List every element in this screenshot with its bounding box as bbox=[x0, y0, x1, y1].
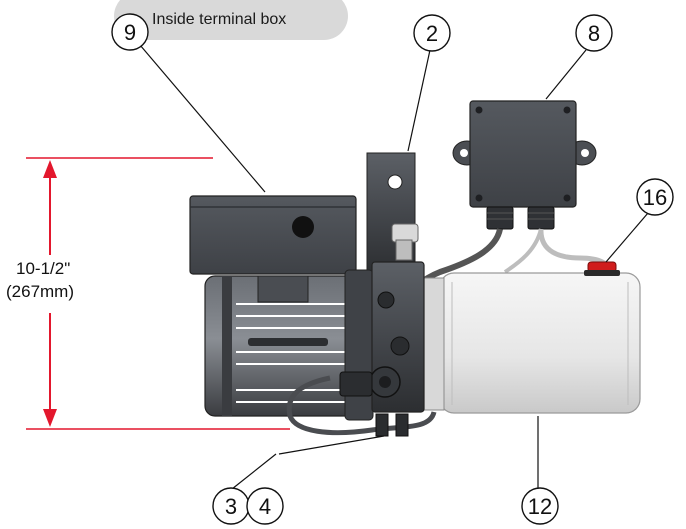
callout-4-label: 4 bbox=[259, 494, 271, 519]
terminal-box-port bbox=[292, 216, 314, 238]
port-3 bbox=[375, 413, 389, 437]
callout-16-label: 16 bbox=[643, 185, 667, 210]
dimension-arrowhead-bottom bbox=[43, 409, 57, 427]
valve-manifold bbox=[339, 261, 425, 413]
callout-9-label: 9 bbox=[124, 20, 136, 45]
callout-3: 3 bbox=[212, 487, 250, 525]
callout-16: 16 bbox=[636, 178, 674, 216]
callout-9: 9 bbox=[111, 13, 149, 51]
callout-8: 8 bbox=[575, 14, 613, 52]
hydraulic-hose bbox=[286, 375, 437, 436]
junction-box bbox=[452, 100, 597, 230]
height-dimension: 10-1/2" (267mm) bbox=[2, 157, 290, 430]
cable-gland-right bbox=[527, 206, 555, 230]
callout-4: 4 bbox=[246, 487, 284, 525]
breather-cap bbox=[584, 261, 620, 276]
reservoir-tank bbox=[419, 272, 641, 414]
pressure-ports bbox=[375, 413, 409, 437]
elbow-fitting bbox=[391, 223, 419, 261]
callout-12-label: 12 bbox=[528, 494, 552, 519]
callout-2: 2 bbox=[413, 14, 451, 52]
motor-cooling-fins bbox=[236, 303, 348, 403]
dimension-millimeters: (267mm) bbox=[6, 282, 74, 301]
solenoid-valve bbox=[339, 371, 373, 397]
electric-motor bbox=[204, 269, 374, 421]
callout-8-label: 8 bbox=[588, 21, 600, 46]
cable-gland-left bbox=[486, 206, 514, 230]
dimension-arrowhead-top bbox=[43, 160, 57, 178]
dimension-inches: 10-1/2" bbox=[16, 259, 70, 278]
banner-text: Inside terminal box bbox=[152, 11, 286, 28]
bracket-hole bbox=[387, 174, 403, 190]
callout-12: 12 bbox=[521, 487, 559, 525]
terminal-box-banner: Inside terminal box bbox=[114, 0, 348, 40]
callout-3-label: 3 bbox=[225, 494, 237, 519]
terminal-box bbox=[189, 195, 357, 275]
callout-2-label: 2 bbox=[426, 21, 438, 46]
callout-leaders bbox=[139, 44, 649, 490]
port-4 bbox=[395, 413, 409, 437]
